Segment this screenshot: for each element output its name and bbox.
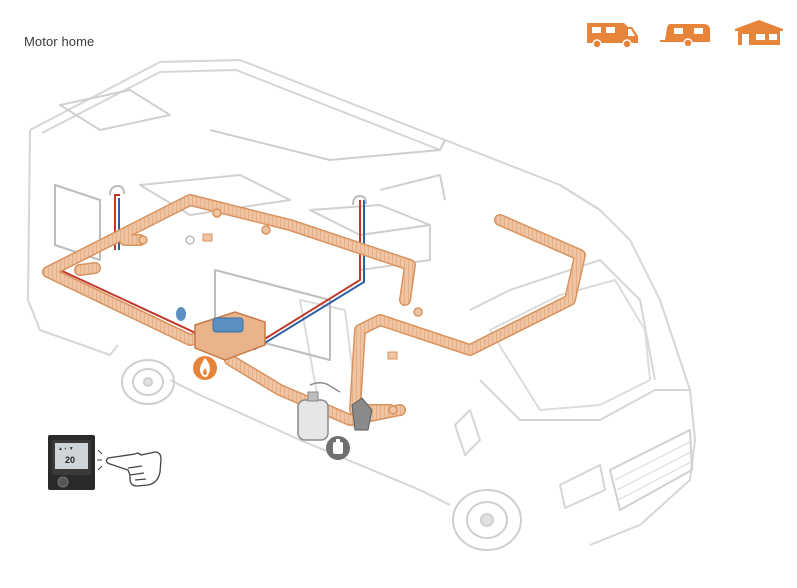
heater-unit <box>176 307 266 361</box>
tap-kitchen <box>352 194 367 206</box>
control-panel[interactable]: ▲ ◐ ▼ 20 <box>48 435 95 490</box>
mobile-home-icon[interactable] <box>732 16 786 50</box>
page-title: Motor home <box>24 34 95 49</box>
motorhome-icon[interactable] <box>584 16 640 50</box>
vehicle-type-selector <box>584 16 784 52</box>
rear-wheel <box>121 359 175 405</box>
pointing-hand-icon <box>105 451 162 487</box>
temperature-sensor <box>185 233 398 360</box>
press-lines <box>97 449 103 471</box>
tap-rear <box>109 184 125 196</box>
control-knob[interactable] <box>57 476 69 488</box>
control-panel-display: 20 <box>65 455 75 465</box>
flame-icon <box>193 356 217 380</box>
gas-bottle-icon <box>326 436 350 460</box>
front-wheel <box>452 489 522 551</box>
motorhome-outline <box>27 59 696 546</box>
hot-air-ducts <box>42 194 586 426</box>
gas-bottle <box>297 382 341 441</box>
gas-regulator <box>351 397 373 431</box>
svg-text:▲ ◐ ▼: ▲ ◐ ▼ <box>58 446 74 452</box>
caravan-icon[interactable] <box>658 16 714 50</box>
